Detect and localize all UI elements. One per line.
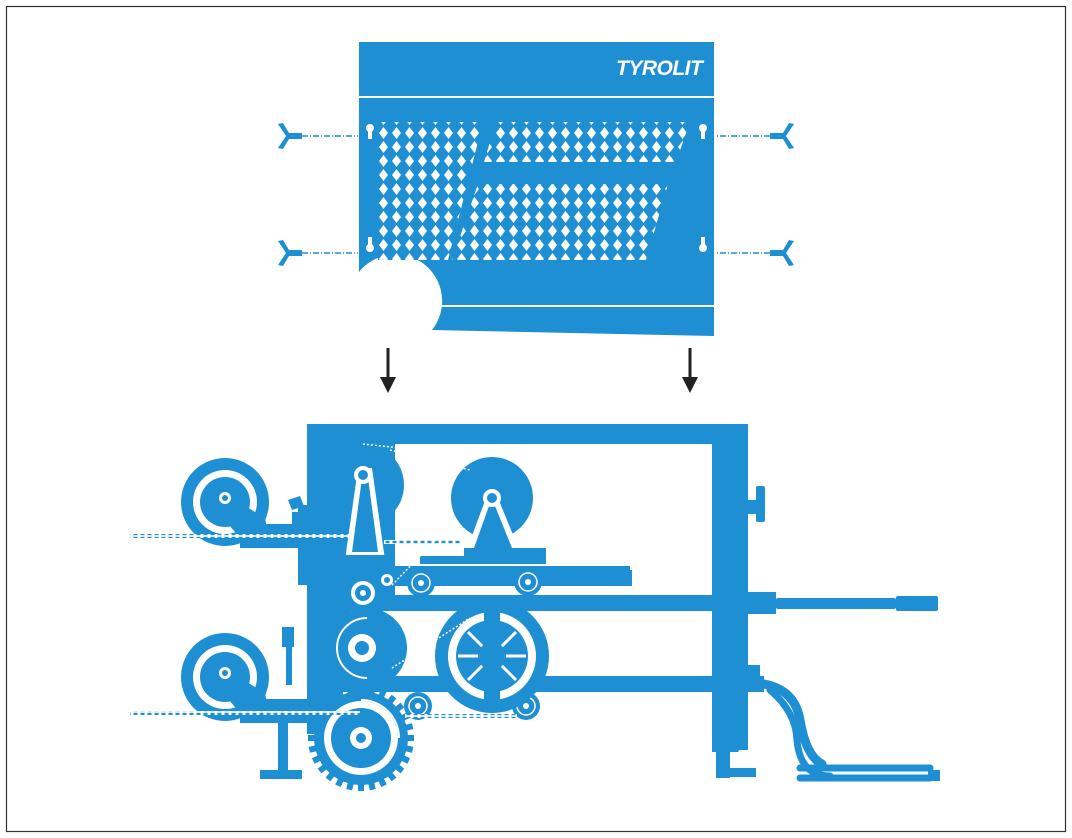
base-foot-left [260, 715, 302, 779]
lower-caster-wheel [181, 633, 310, 723]
upper-right-pulley [420, 457, 546, 564]
middle-left-pulley [327, 608, 407, 688]
brand-logo: TYROLIT [616, 57, 705, 80]
keyhole-slot-top-left [366, 124, 374, 139]
hydraulic-hose [748, 676, 940, 782]
figure-border [5, 5, 1067, 833]
upper-caster-wheel [181, 458, 310, 548]
mesh-area-lower-right [452, 184, 668, 260]
wing-screw-bottom-left [278, 240, 358, 266]
wire-saw-machine [298, 424, 938, 778]
wheel-tooth [358, 685, 364, 695]
guide-rollers [351, 568, 542, 720]
clamp-screw-upper [288, 496, 304, 542]
wing-screw-top-right [716, 123, 794, 149]
wheel-tooth [358, 781, 364, 791]
large-handwheel [435, 599, 549, 713]
arrow-down-icon [380, 348, 396, 393]
wing-screw-bottom-right [716, 240, 794, 266]
protective-guard-panel: TYROLIT [359, 42, 714, 336]
arrow-down-icon [682, 348, 698, 393]
wing-screw-top-left [278, 123, 358, 149]
diamond-wire [130, 443, 517, 718]
keyhole-slot-top-right [699, 124, 707, 139]
brand-logo-text: TYROLIT [616, 57, 705, 80]
clamp-screw-lower [282, 627, 294, 685]
keyhole-slot-bottom-left [366, 237, 374, 252]
keyhole-slot-bottom-right [699, 237, 707, 252]
mesh-area-left [378, 122, 483, 260]
upper-left-pulley [322, 444, 404, 565]
mesh-area-upper-right [484, 122, 690, 162]
